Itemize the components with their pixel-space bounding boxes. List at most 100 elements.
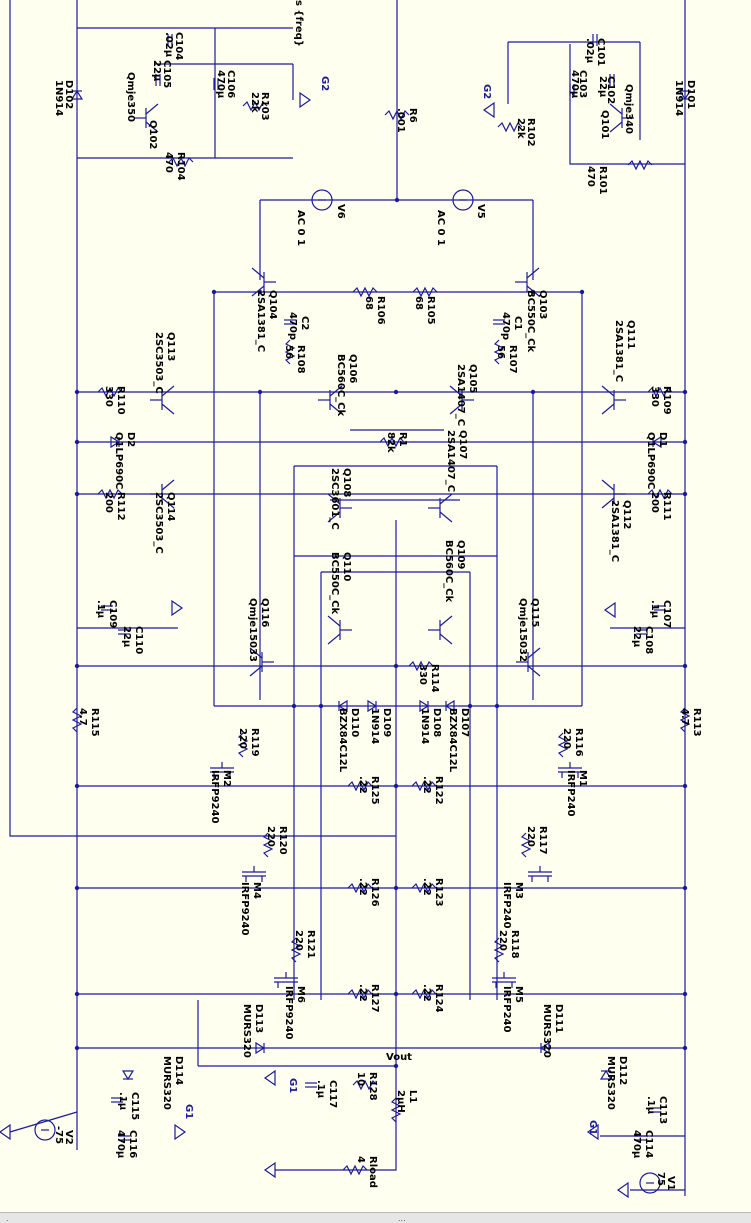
component-label: 1N914 [369, 708, 380, 744]
diode [444, 699, 455, 713]
resistor [237, 732, 249, 758]
component-label: C106 [225, 70, 236, 98]
component-label: Q104 [267, 290, 278, 319]
component-label: 1N914 [673, 80, 684, 116]
junction-dot [394, 197, 400, 203]
component-label: R107 [507, 345, 518, 374]
source-value: 75 [655, 1172, 666, 1186]
components [0, 34, 692, 1199]
component-label: 2µH [395, 1090, 406, 1113]
component-label: Q102 [147, 120, 158, 149]
component-label: .22 [421, 984, 432, 1002]
component-label: R108 [295, 345, 306, 374]
component-label: C113 [657, 1096, 668, 1124]
transistor-emitter [439, 511, 453, 523]
component-label: IRFP9240 [283, 986, 294, 1039]
component-label: C2 [299, 316, 310, 330]
junction-dot [74, 991, 80, 997]
component-label: .1µ [95, 600, 106, 619]
component-label: C116 [127, 1130, 138, 1158]
component-label: 22µ [151, 60, 162, 82]
component-label: M5 [513, 986, 524, 1003]
component-label: C110 [133, 626, 144, 654]
net-g1-label: G1 [287, 1078, 298, 1093]
net-g2-label: G2 [319, 76, 330, 91]
transistor-emitter [526, 285, 540, 297]
component-label: 2SA1381_C [609, 500, 620, 562]
junction-dot [74, 783, 80, 789]
junction-dot [530, 389, 536, 395]
component-label: 220 [237, 728, 248, 749]
source-ref: V1 [665, 1176, 676, 1191]
junction-dot [74, 663, 80, 669]
component-label: 220 [561, 728, 572, 749]
junction-dot [393, 991, 399, 997]
voltage-source [639, 1172, 661, 1194]
transistor-collector [601, 479, 615, 491]
component-label: Q115 [529, 598, 540, 627]
wires [9, 0, 688, 1196]
component-label: IRFP240 [565, 770, 576, 816]
component-label: R102 [525, 118, 536, 147]
resistor [168, 156, 194, 168]
component-label: 4 [355, 1156, 366, 1163]
component-label: 10 [355, 1072, 366, 1086]
component-label: 470 [585, 166, 596, 187]
transistor-collector [249, 647, 263, 659]
transistor-collector [601, 385, 615, 397]
component-label: .1µ [117, 1092, 128, 1111]
junction-dot [467, 703, 473, 709]
component-label: 1N914 [53, 80, 64, 116]
junction-dot [494, 703, 500, 709]
component-label: D102 [63, 80, 74, 109]
component-label: 2SC3503_C [153, 332, 164, 394]
junction-dot [530, 289, 536, 295]
component-label: D114 [173, 1056, 184, 1085]
net-g2-label: G2 [481, 84, 492, 99]
resistor [647, 386, 673, 398]
resistor [411, 988, 437, 1000]
component-label: .22 [357, 878, 368, 896]
component-label: Q101 [599, 110, 610, 139]
component-label: M4 [251, 882, 262, 899]
component-label: BC550C_Ck [329, 552, 340, 615]
transistor-collector [161, 385, 175, 397]
resistor [408, 660, 434, 672]
ground-icon [0, 1123, 11, 1141]
resistor [411, 882, 437, 894]
transistor-emitter [327, 511, 341, 523]
transistor-collector [251, 267, 265, 279]
junction-dot [74, 389, 80, 395]
component-label: M3 [513, 882, 524, 899]
component-label: 68 [413, 296, 424, 310]
junction-dot [318, 703, 324, 709]
junction-dot [682, 491, 688, 497]
ground-icon [171, 599, 184, 617]
component-label: R104 [175, 152, 186, 181]
component-label: IRFP240 [501, 986, 512, 1032]
component-label: R123 [433, 878, 444, 907]
component-label: 470µ [569, 70, 580, 99]
transistor-emitter [161, 403, 175, 415]
component-label: M1 [577, 770, 588, 787]
ground-icon [263, 1069, 276, 1087]
component-label: R113 [691, 708, 702, 737]
junction-dot [393, 663, 399, 669]
component-label: .1µ [315, 1080, 326, 1099]
resistor [493, 937, 505, 963]
resistor [411, 780, 437, 792]
resistor [647, 488, 673, 500]
component-label: R109 [661, 386, 672, 415]
component-label: Q112 [621, 500, 632, 529]
component-label: 4.7 [77, 708, 88, 726]
component-label: MURS320 [605, 1056, 616, 1110]
component-label: 470 [163, 152, 174, 173]
component-label: 56 [495, 345, 506, 359]
ground-icon [586, 1123, 599, 1141]
component-label: .1µ [645, 1096, 656, 1115]
component-label: 2SA1407_C [455, 364, 466, 426]
junction-dot [74, 491, 80, 497]
transistor-emitter [251, 285, 265, 297]
resize-grip[interactable]: ... [398, 1214, 406, 1223]
